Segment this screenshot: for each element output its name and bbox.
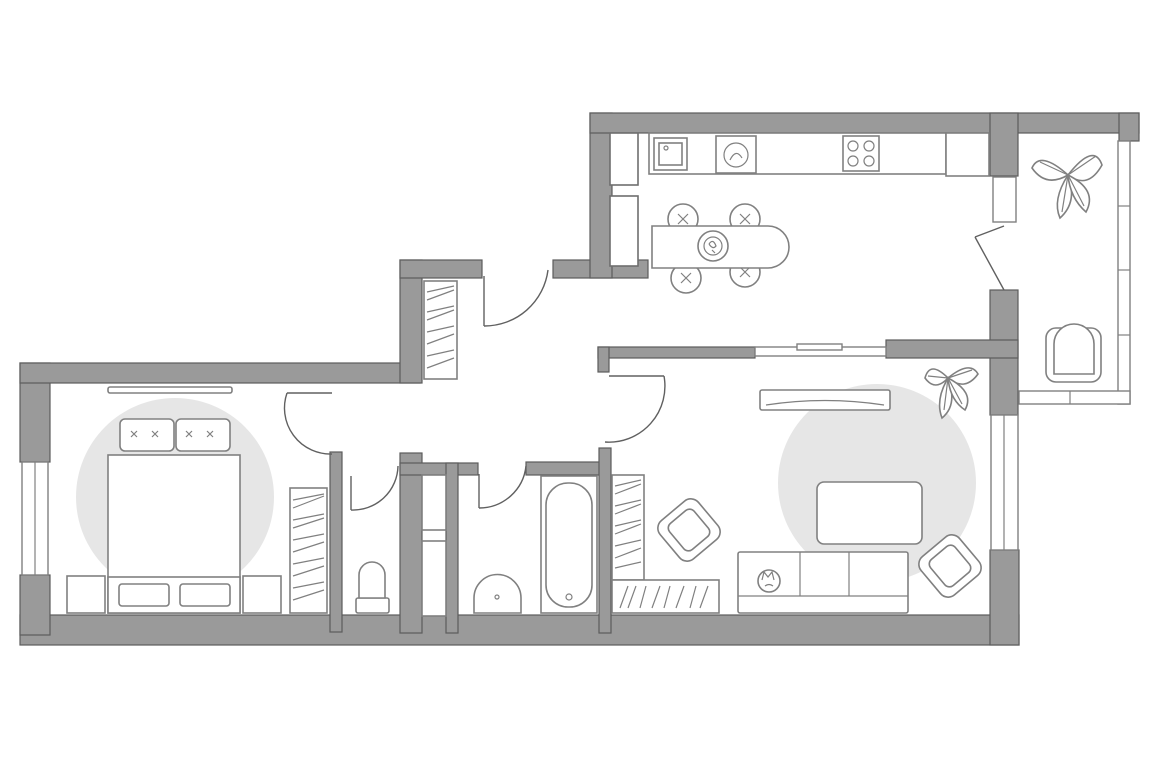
nightstand-right [242, 575, 282, 614]
cat-cushion [757, 569, 781, 593]
bathroom-door [478, 465, 527, 509]
kitchen-counter [648, 132, 947, 175]
tall-cabinet-upper [609, 132, 639, 186]
bedroom-door [283, 392, 333, 455]
coffee-table [816, 481, 923, 545]
toilet [355, 474, 447, 617]
armchair-right [918, 534, 982, 598]
toilet-bowl [358, 561, 386, 599]
armchair-left [657, 498, 721, 562]
living-room-shelving [611, 474, 645, 581]
washbasin [473, 573, 522, 614]
balcony-door-frame [992, 176, 1017, 223]
kitchen [609, 132, 990, 294]
bedroom-radiator [107, 386, 233, 394]
living-room-plant [924, 367, 979, 420]
bathroom-shelf-upper [421, 474, 447, 531]
nightstand-left [66, 575, 106, 614]
tall-cabinet-lower [609, 195, 639, 267]
bathroom [473, 475, 598, 614]
balcony-armchair [1045, 323, 1102, 383]
tv-stand [611, 579, 720, 614]
hallway [423, 280, 458, 380]
hob [842, 135, 880, 172]
living-room [611, 367, 982, 614]
doors [283, 225, 1005, 511]
balcony-door [974, 225, 1005, 291]
bedroom [66, 386, 328, 614]
entrance-door [483, 269, 549, 327]
toilet-door [350, 465, 399, 511]
fridge [945, 132, 990, 177]
balcony-plant [1031, 154, 1103, 220]
sofa [737, 551, 909, 614]
hallway-wardrobe [423, 280, 458, 380]
balcony-glazing [1117, 140, 1131, 405]
walls [19, 112, 1140, 646]
living-room-door [604, 375, 666, 443]
pillow-right [175, 418, 231, 452]
pillow-left [119, 418, 175, 452]
balcony [1031, 154, 1103, 383]
windows [21, 140, 1131, 576]
fruit-bowl [697, 230, 729, 262]
bathroom-shelf-lower [421, 540, 447, 617]
